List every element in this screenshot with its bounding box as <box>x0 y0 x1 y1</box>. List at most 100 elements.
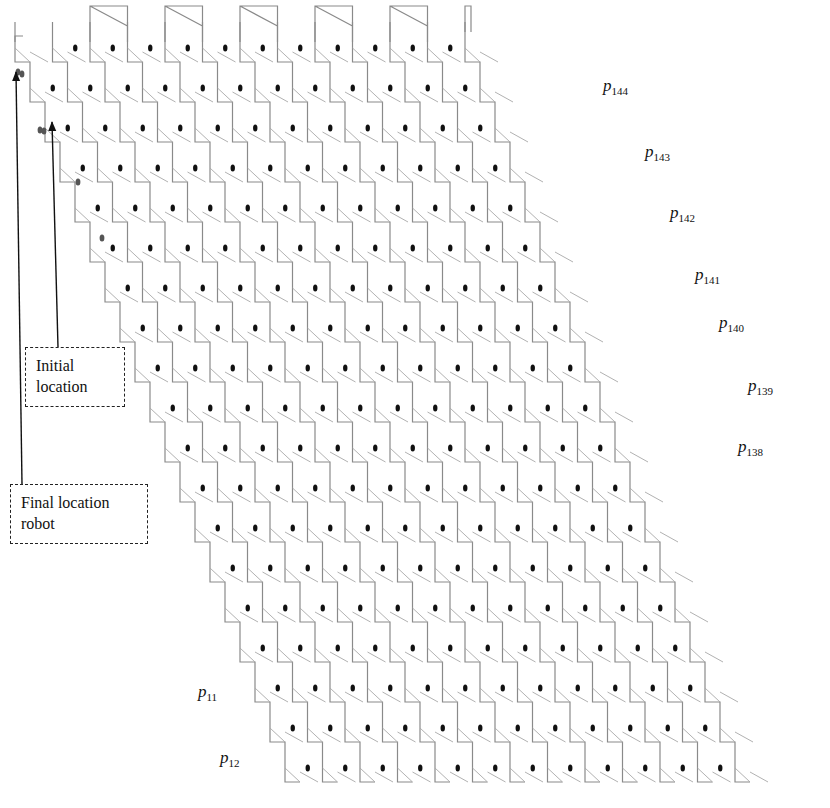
position-dot <box>366 324 370 331</box>
position-dot <box>141 124 145 131</box>
position-dot <box>666 724 670 731</box>
position-dot <box>523 644 527 651</box>
position-dot <box>553 324 557 331</box>
position-dot <box>253 124 257 131</box>
position-dot <box>291 324 295 331</box>
cell-diagonal <box>128 48 431 782</box>
position-dot <box>351 84 355 91</box>
position-dot <box>238 484 242 491</box>
cell-diagonal <box>53 48 356 782</box>
position-dot <box>718 764 722 771</box>
position-dot <box>276 684 280 691</box>
position-dot <box>96 204 100 211</box>
position-dot <box>568 764 572 771</box>
lane-cap <box>315 6 353 42</box>
position-dot <box>576 484 580 491</box>
position-dot <box>306 364 310 371</box>
position-dot <box>306 764 310 771</box>
position-dot <box>111 44 115 51</box>
position-dot <box>276 484 280 491</box>
position-dot <box>216 324 220 331</box>
lane-wall <box>428 22 713 782</box>
position-dot <box>403 724 407 731</box>
position-dot <box>388 84 392 91</box>
position-label: p143 <box>645 142 670 162</box>
position-dot <box>606 564 610 571</box>
position-dot <box>238 284 242 291</box>
cell-diagonal <box>390 48 693 782</box>
position-dot <box>231 164 235 171</box>
position-dot <box>73 44 77 51</box>
position-dot <box>163 84 167 91</box>
position-dot <box>358 604 362 611</box>
position-dot <box>261 444 265 451</box>
position-dot <box>231 364 235 371</box>
position-dot <box>493 364 497 371</box>
position-dot <box>703 724 707 731</box>
position-dot <box>186 244 190 251</box>
position-dot <box>171 404 175 411</box>
position-dot <box>643 564 647 571</box>
position-dot <box>501 284 505 291</box>
position-dot <box>441 324 445 331</box>
position-dot <box>328 524 332 531</box>
position-dot <box>336 244 340 251</box>
position-dot <box>456 564 460 571</box>
position-dot <box>321 204 325 211</box>
position-dot <box>418 564 422 571</box>
position-dot <box>426 284 430 291</box>
position-dot <box>456 364 460 371</box>
position-dot <box>336 644 340 651</box>
position-dot <box>343 364 347 371</box>
leader-arrow <box>16 72 22 484</box>
cell-diagonal <box>15 48 318 782</box>
position-dot <box>448 44 452 51</box>
position-dot <box>313 284 317 291</box>
position-dot <box>531 364 535 371</box>
position-dot <box>321 404 325 411</box>
position-dot <box>186 44 190 51</box>
position-dot <box>171 204 175 211</box>
position-dot <box>598 444 602 451</box>
position-dot <box>493 164 497 171</box>
callout-text: Initial location <box>36 356 114 398</box>
position-dot <box>216 524 220 531</box>
position-dot <box>411 44 415 51</box>
lane-cap <box>390 6 428 42</box>
position-dot <box>306 564 310 571</box>
position-dot <box>298 444 302 451</box>
position-dot <box>456 764 460 771</box>
position-dot <box>516 524 520 531</box>
position-dot <box>388 284 392 291</box>
lane-cap <box>165 6 203 42</box>
position-label: p142 <box>670 203 695 223</box>
position-label: p12 <box>220 748 240 768</box>
position-dot <box>381 564 385 571</box>
position-dot <box>673 644 677 651</box>
position-dot <box>561 444 565 451</box>
position-dot <box>358 204 362 211</box>
position-dot <box>313 684 317 691</box>
position-dot <box>636 644 640 651</box>
position-dot <box>531 564 535 571</box>
position-dot <box>583 604 587 611</box>
position-dot <box>381 764 385 771</box>
position-label: p11 <box>198 682 217 702</box>
position-dot <box>328 324 332 331</box>
position-dot <box>396 404 400 411</box>
position-dot <box>433 404 437 411</box>
position-dot <box>403 124 407 131</box>
position-dot <box>298 44 302 51</box>
position-dot <box>523 444 527 451</box>
position-dot <box>148 44 152 51</box>
position-dot <box>373 444 377 451</box>
position-dot <box>298 644 302 651</box>
position-dot <box>396 604 400 611</box>
position-dot <box>268 364 272 371</box>
position-dot <box>441 724 445 731</box>
cell-diagonal <box>240 48 543 782</box>
position-dot <box>223 244 227 251</box>
position-dot <box>681 764 685 771</box>
position-dot <box>448 644 452 651</box>
position-dot <box>568 364 572 371</box>
